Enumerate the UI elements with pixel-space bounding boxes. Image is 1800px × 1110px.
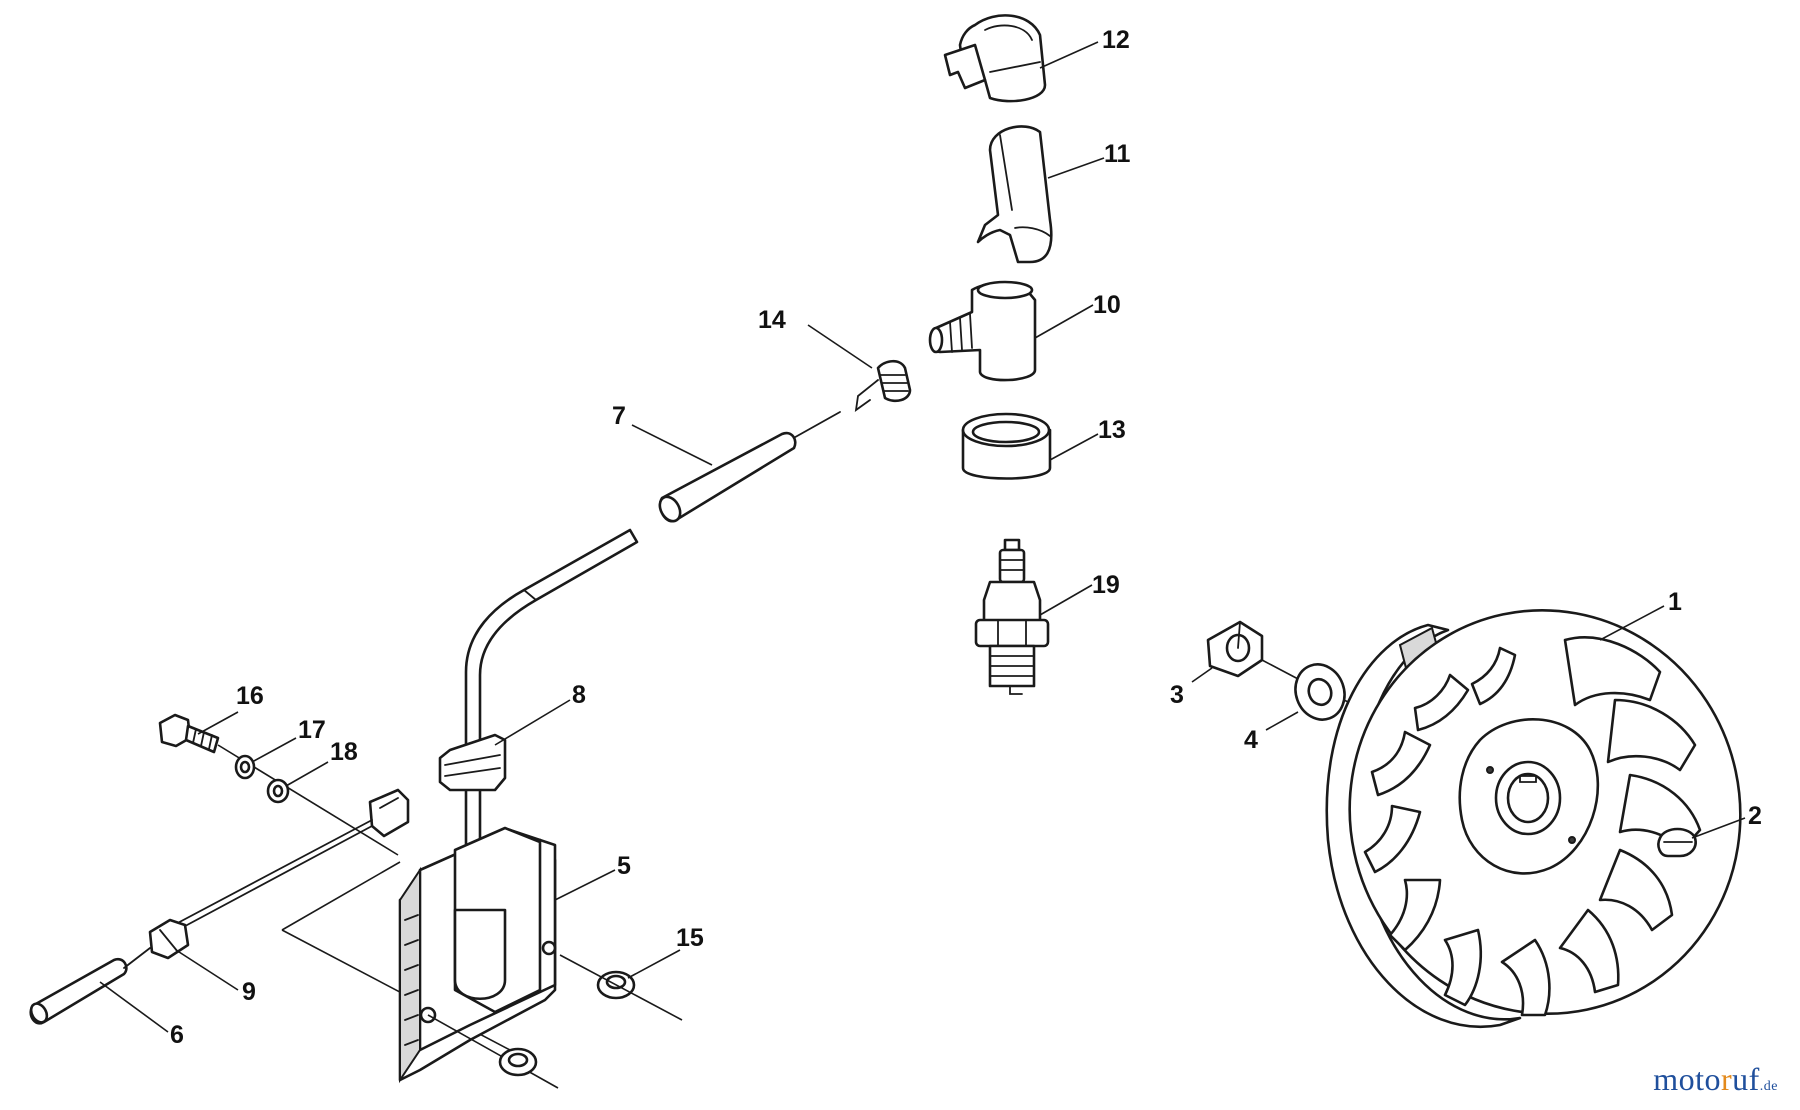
- callout-4: 4: [1244, 726, 1258, 754]
- callout-18: 18: [330, 738, 358, 766]
- callout-8: 8: [572, 681, 586, 709]
- part-18-washer: [266, 761, 329, 804]
- part-14-spring: [807, 324, 912, 412]
- part-2-key: [1657, 817, 1746, 858]
- callout-7: 7: [612, 402, 626, 430]
- part-7-tube: [631, 411, 841, 523]
- callout-16: 16: [236, 682, 264, 710]
- callout-14: 14: [758, 306, 786, 334]
- part-15-bushing: [559, 949, 683, 1021]
- motoruf-watermark-logo: motoruf.de: [1653, 1061, 1778, 1097]
- callout-6: 6: [170, 1021, 184, 1049]
- part-8-wire: [438, 528, 639, 862]
- part-12-spark-plug-cap: [943, 14, 1099, 103]
- callout-2: 2: [1748, 802, 1762, 830]
- callout-10: 10: [1093, 291, 1121, 319]
- part-10-terminal: [928, 280, 1094, 382]
- callout-13: 13: [1098, 416, 1126, 444]
- callout-15: 15: [676, 924, 704, 952]
- part-17-lock-washer: [234, 737, 297, 780]
- part-11-boot: [976, 125, 1105, 264]
- part-15-bushing-lower: [427, 1014, 559, 1089]
- part-3-nut: [1191, 620, 1301, 683]
- part-9-ground-wire: [148, 788, 410, 991]
- callout-9: 9: [242, 978, 256, 1006]
- callout-5: 5: [617, 852, 631, 880]
- callout-17: 17: [298, 716, 326, 744]
- callout-19: 19: [1092, 571, 1120, 599]
- part-13-ring: [961, 412, 1099, 480]
- part-5-ignition-coil: [281, 826, 616, 1084]
- part-6-sleeve: [29, 947, 169, 1033]
- callout-3: 3: [1170, 681, 1184, 709]
- callout-12: 12: [1102, 26, 1130, 54]
- callout-1: 1: [1668, 588, 1682, 616]
- part-19-spark-plug: [974, 538, 1093, 695]
- part-1-flywheel: [1325, 605, 1742, 1028]
- callout-11: 11: [1104, 140, 1131, 168]
